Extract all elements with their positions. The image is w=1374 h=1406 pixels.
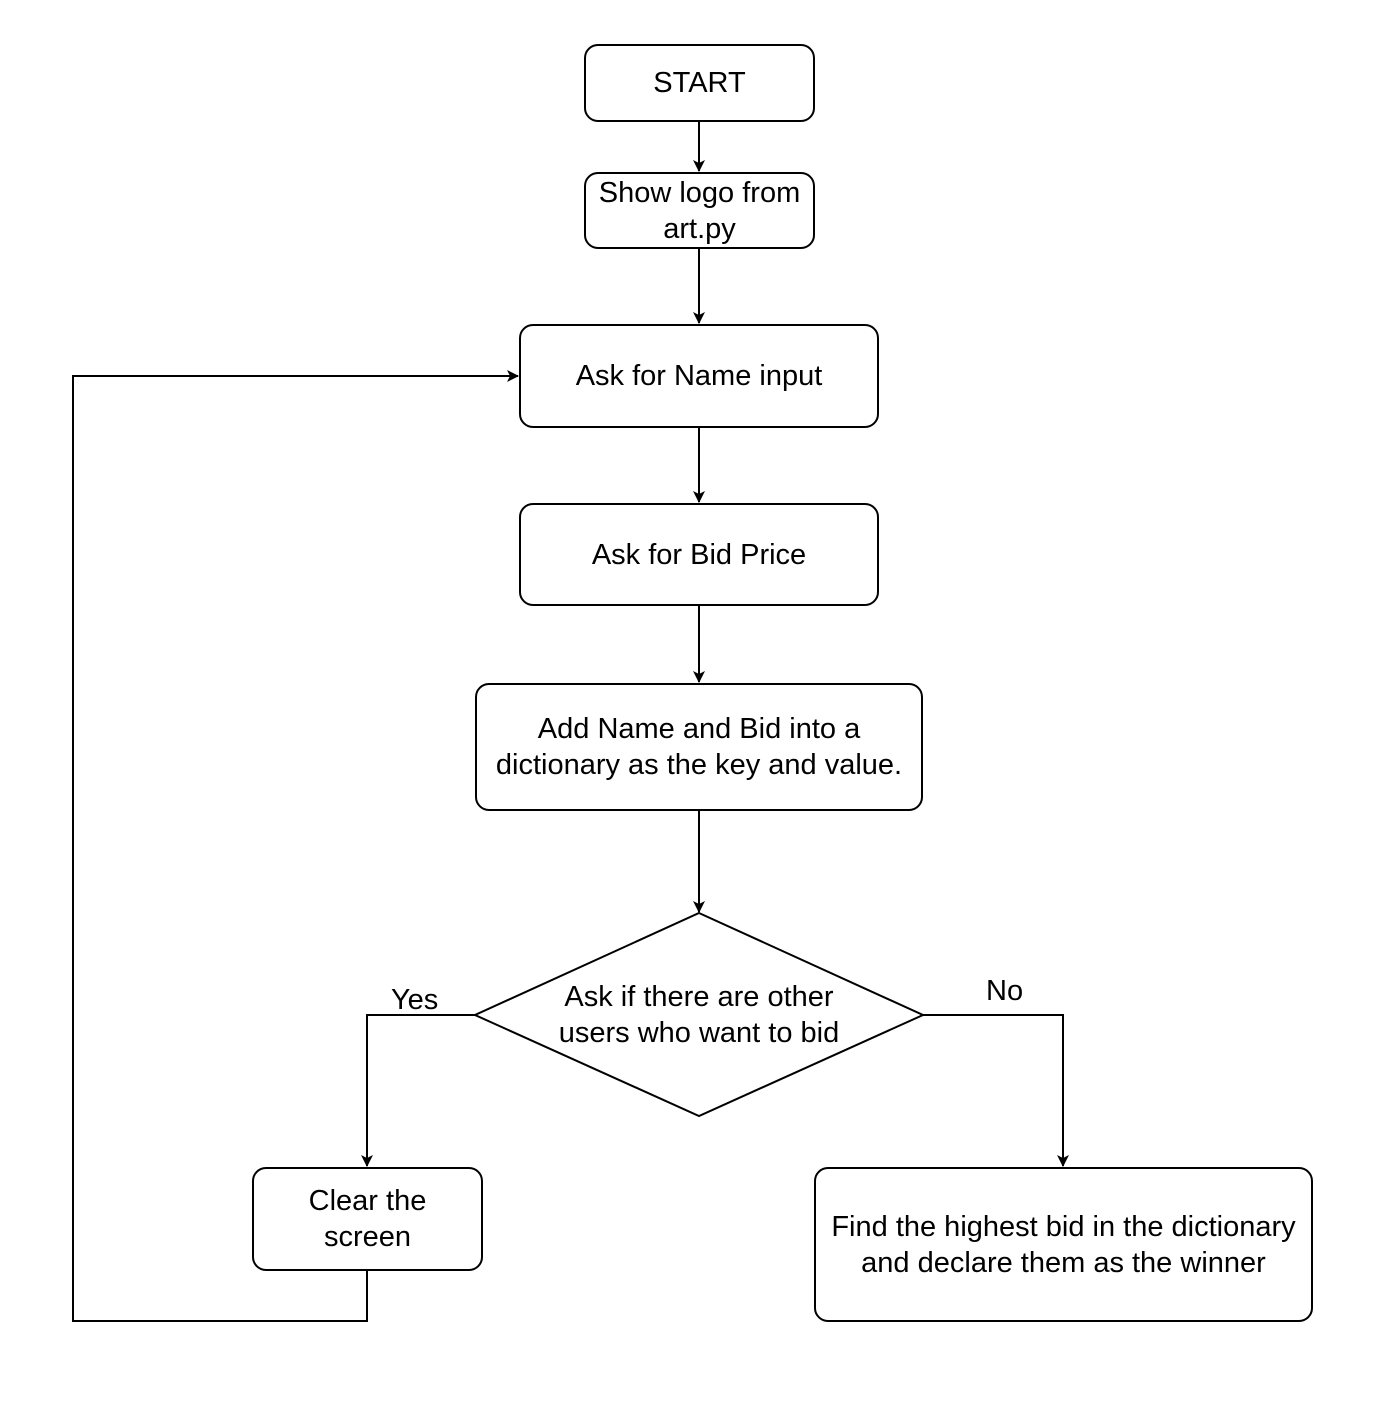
- decision-node-label: Ask if there are other users who want to…: [558, 981, 840, 1049]
- find-winner-node: Find the highest bid in the dictionary a…: [814, 1167, 1313, 1322]
- no-edge-label: No: [986, 975, 1024, 1007]
- show-logo-node-label: Show logo from art.py: [598, 176, 801, 245]
- ask-bid-node-label: Ask for Bid Price: [591, 538, 807, 571]
- find-winner-node-label: Find the highest bid in the dictionary a…: [831, 1210, 1296, 1279]
- ask-name-node: Ask for Name input: [519, 324, 879, 428]
- decision-diamond: [472, 911, 926, 1118]
- show-logo-node: Show logo from art.py: [584, 172, 815, 249]
- arrow-no-to-find-winner: [923, 1014, 1069, 1167]
- ask-name-node-label: Ask for Name input: [575, 360, 823, 392]
- start-node-label: START: [653, 67, 746, 99]
- arrow-loop-back-to-ask-name: [72, 370, 519, 1322]
- add-dictionary-node: Add Name and Bid into a dictionary as th…: [475, 683, 923, 811]
- clear-screen-node: Clear the screen: [252, 1167, 483, 1271]
- arrow-yes-to-clear-screen: [361, 1014, 475, 1167]
- add-dictionary-node-label: Add Name and Bid into a dictionary as th…: [495, 713, 903, 781]
- ask-bid-node: Ask for Bid Price: [519, 503, 879, 606]
- clear-screen-node-label: Clear the screen: [308, 1185, 427, 1253]
- yes-edge-label: Yes: [391, 984, 439, 1016]
- start-node: START: [584, 44, 815, 122]
